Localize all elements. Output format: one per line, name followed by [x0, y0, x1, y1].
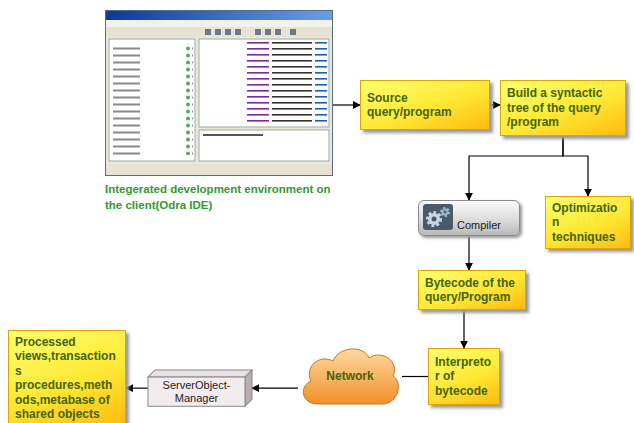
connector-arrow: [126, 388, 148, 389]
node-label: Integerated development environment on t…: [105, 182, 333, 213]
node-label: Build a syntactic tree of the query /pro…: [507, 86, 619, 129]
connector-arrow: [468, 236, 469, 270]
process-box: Source query/program: [360, 80, 490, 130]
box-side: [245, 370, 252, 406]
connector-arrow: [333, 104, 360, 105]
ide-client: Integerated development environment on t…: [105, 10, 333, 213]
node-label: ServerObject-Manager: [151, 379, 242, 404]
connector-arrow: [252, 388, 298, 389]
process-box: Interpretor of bytecode: [428, 348, 500, 405]
connector-arrow: [463, 310, 464, 348]
connector-arrow: [490, 104, 500, 105]
connector-arrow: [563, 136, 588, 196]
connector-arrow: [402, 376, 428, 377]
cloud-outline: [303, 349, 398, 404]
node-label: Processed views,transactions procedures,…: [15, 335, 119, 421]
process-box: Optimization techniques: [545, 196, 631, 249]
connector-arrow: [469, 136, 563, 200]
ide-screenshot: [105, 10, 333, 176]
node-label: Compiler: [457, 219, 501, 231]
node-label: Bytecode of the query/Program: [425, 276, 519, 305]
node-label: Optimization techniques: [552, 201, 624, 244]
process-box: Build a syntactic tree of the query /pro…: [500, 80, 626, 136]
network-cloud: Network: [298, 342, 402, 410]
compiler-box: Compiler: [418, 200, 520, 236]
node-label: Network: [326, 369, 373, 383]
process-box: Processed views,transactions procedures,…: [8, 330, 126, 423]
gear-icon: [423, 204, 453, 230]
box-front: [148, 377, 245, 406]
process-box: Bytecode of the query/Program: [418, 270, 526, 310]
node-label: Interpretor of bytecode: [435, 355, 493, 398]
node-label: Source query/program: [367, 91, 483, 120]
server-box: ServerObject-Manager: [148, 370, 252, 406]
box-top: [148, 370, 252, 377]
